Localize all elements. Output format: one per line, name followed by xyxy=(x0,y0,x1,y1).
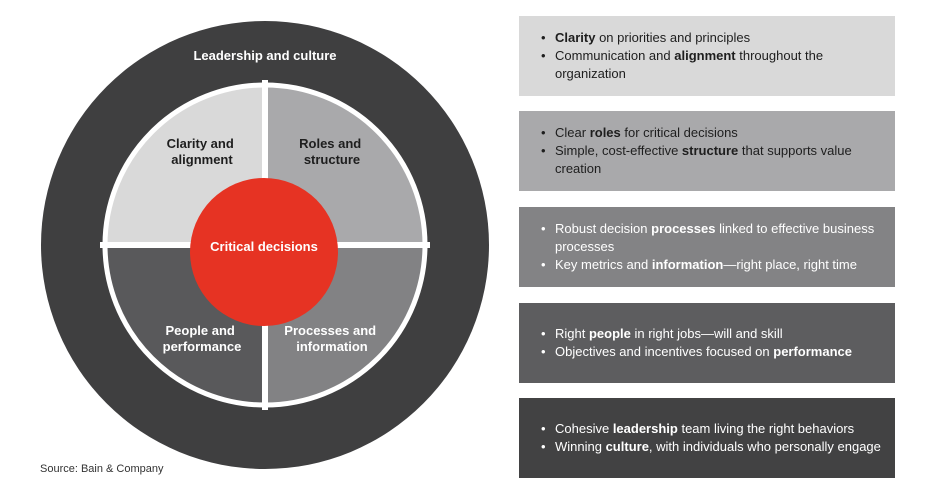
quadrant-label-processes-information: Processes and information xyxy=(284,323,379,354)
quadrant-label-clarity-alignment: Clarity and alignment xyxy=(167,136,238,167)
bullet-text: —right place, right time xyxy=(723,257,857,272)
panel-bullet-list: Cohesive leadership team living the righ… xyxy=(531,420,895,456)
bullet-keyword: Clarity xyxy=(555,30,596,45)
bullet-keyword: alignment xyxy=(674,48,736,63)
bullet-text: Clear xyxy=(555,125,590,140)
bullet-text: Winning xyxy=(555,439,606,454)
bullet-item: Cohesive leadership team living the righ… xyxy=(531,420,895,438)
bullet-keyword: leadership xyxy=(612,421,678,436)
bullet-keyword: processes xyxy=(651,221,716,236)
center-label: Critical decisions xyxy=(210,239,318,254)
bullet-text: in right jobs—will and skill xyxy=(630,326,783,341)
diagram: Leadership and culture Clarity and align… xyxy=(41,21,489,469)
panel-clarity-alignment: Clarity on priorities and principlesComm… xyxy=(519,16,895,96)
bullet-text: linked to effective business processes xyxy=(555,221,875,254)
quadrant-label-people-performance: People and performance xyxy=(163,323,242,354)
panel-processes-information: Robust decision processes linked to effe… xyxy=(519,207,895,287)
source-note: Source: Bain & Company xyxy=(40,463,164,475)
bullet-item: Simple, cost-effective structure that su… xyxy=(531,142,895,178)
bullet-text: Right xyxy=(555,326,589,341)
bullet-text: Cohesive xyxy=(555,421,613,436)
center-circle-critical-decisions xyxy=(190,178,338,326)
panel-bullet-list: Clarity on priorities and principlesComm… xyxy=(531,29,895,83)
bullet-text: throughout the organization xyxy=(555,48,824,81)
bullet-text: , with individuals who personally engage xyxy=(648,439,881,454)
bullet-text: Simple, cost-effective xyxy=(555,143,682,158)
bullet-text: Objectives and incentives focused on xyxy=(555,344,774,359)
bullet-item: Key metrics and information—right place,… xyxy=(531,256,895,274)
bullet-item: Robust decision processes linked to effe… xyxy=(531,220,895,256)
bullet-text: that supports value creation xyxy=(555,143,852,176)
bullet-item: Clear roles for critical decisions xyxy=(531,124,895,142)
panel-roles-structure: Clear roles for critical decisionsSimple… xyxy=(519,111,895,191)
panel-bullet-list: Robust decision processes linked to effe… xyxy=(531,220,895,274)
bullet-item: Winning culture, with individuals who pe… xyxy=(531,438,895,456)
bullet-keyword: people xyxy=(588,326,631,341)
quadrant-label-roles-structure: Roles and structure xyxy=(299,136,365,167)
bullet-text: on priorities and principles xyxy=(595,30,751,45)
bullet-text: for critical decisions xyxy=(620,125,738,140)
bullet-item: Right people in right jobs—will and skil… xyxy=(531,325,895,343)
bullet-keyword: information xyxy=(651,257,724,272)
bullet-item: Clarity on priorities and principles xyxy=(531,29,895,47)
bullet-item: Communication and alignment throughout t… xyxy=(531,47,895,83)
panel-bullet-list: Right people in right jobs—will and skil… xyxy=(531,325,895,361)
bullet-text: Key metrics and xyxy=(555,257,652,272)
bullet-keyword: culture xyxy=(605,439,649,454)
bullet-keyword: structure xyxy=(681,143,739,158)
panel-leadership-culture: Cohesive leadership team living the righ… xyxy=(519,398,895,478)
bullet-text: team living the right behaviors xyxy=(677,421,855,436)
bullet-keyword: performance xyxy=(773,344,852,359)
bullet-text: Communication and xyxy=(555,48,675,63)
panel-bullet-list: Clear roles for critical decisionsSimple… xyxy=(531,124,895,178)
bullet-text: Robust decision xyxy=(555,221,652,236)
inner-circle-border xyxy=(102,82,428,408)
bullet-keyword: roles xyxy=(589,125,621,140)
bullet-item: Objectives and incentives focused on per… xyxy=(531,343,895,361)
outer-ring-title: Leadership and culture xyxy=(193,48,336,63)
panel-people-performance: Right people in right jobs—will and skil… xyxy=(519,303,895,383)
